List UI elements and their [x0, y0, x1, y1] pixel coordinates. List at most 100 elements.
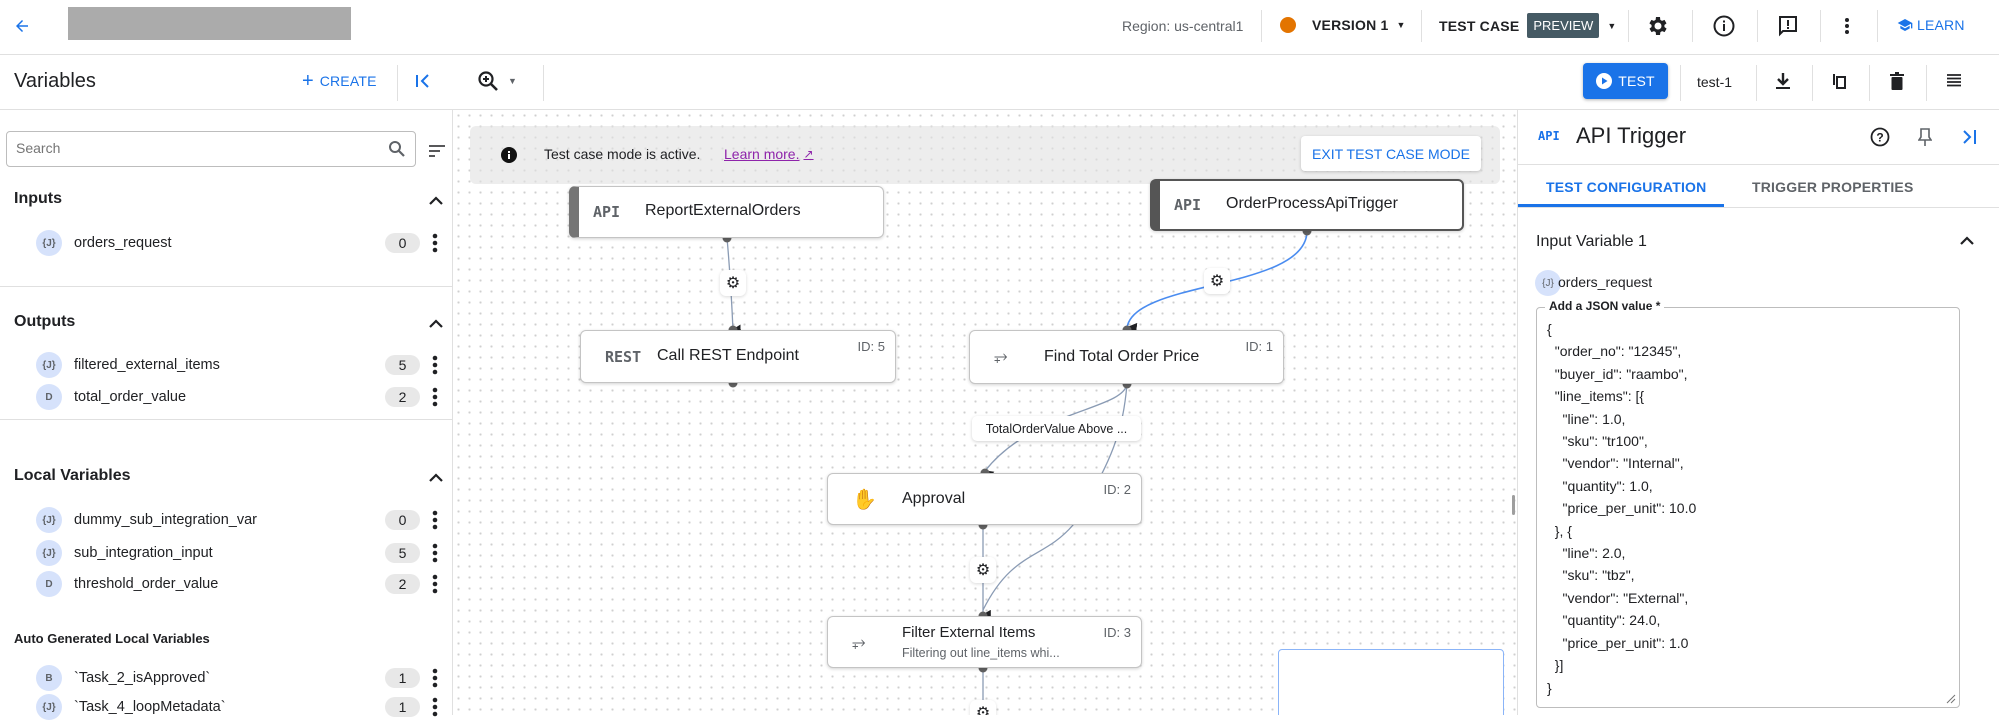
hand-icon: ✋ [852, 487, 877, 511]
menu-lines-icon[interactable] [1942, 69, 1966, 93]
variable-item[interactable]: {J} dummy_sub_integration_var 0 [36, 507, 451, 533]
chevron-up-icon[interactable] [428, 192, 444, 208]
section-title: Input Variable 1 [1536, 233, 1647, 250]
search-icon[interactable] [388, 140, 406, 158]
open-in-new-icon: ↗ [803, 147, 814, 161]
more-vert-icon[interactable] [429, 509, 441, 531]
collapse-left-panel-icon[interactable] [411, 69, 435, 93]
arrow-back-icon[interactable] [8, 12, 36, 40]
variable-name: sub_integration_input [74, 545, 213, 561]
edge-condition-gear-icon[interactable]: ⚙ [970, 700, 996, 715]
variable-item[interactable]: D total_order_value 2 [36, 384, 451, 410]
edge-condition-gear-icon[interactable]: ⚙ [970, 557, 996, 583]
panel-resize-handle[interactable] [1512, 495, 1515, 515]
variable-item[interactable]: {J} sub_integration_input 5 [36, 540, 451, 566]
banner-text: Test case mode is active. [544, 146, 701, 162]
variable-item[interactable]: D threshold_order_value 2 [36, 571, 451, 597]
variable-type-chip: B [36, 665, 62, 691]
learn-button[interactable]: LEARN [1897, 17, 1965, 33]
node-subtitle: Filtering out line_items whi... [902, 646, 1060, 660]
node-approval[interactable]: ✋ Approval ID: 2 [827, 473, 1142, 525]
section-heading: Auto Generated Local Variables [14, 631, 210, 646]
variable-item[interactable]: B `Task_2_isApproved` 1 [36, 665, 451, 691]
json-line: "line": 1.0, [1547, 410, 1626, 427]
variable-type-chip: D [36, 384, 62, 410]
variable-name: `Task_4_loopMetadata` [74, 699, 226, 715]
zoom-in-icon [478, 71, 498, 91]
help-icon[interactable]: ? [1870, 127, 1890, 147]
more-vert-icon[interactable] [429, 354, 441, 376]
tab-label: TEST CONFIGURATION [1546, 179, 1707, 195]
variable-item[interactable]: {J} orders_request 0 [36, 230, 451, 256]
more-vert-icon[interactable] [429, 667, 441, 689]
test-case-name[interactable]: test-1 [1697, 74, 1733, 90]
json-line: "line": 2.0, [1547, 545, 1626, 562]
json-value-textarea[interactable]: Add a JSON value * { "order_no": "12345"… [1536, 299, 1960, 708]
integration-canvas[interactable]: Test case mode is active. Learn more.↗ E… [453, 110, 1517, 715]
minimap[interactable] [1278, 649, 1504, 715]
json-line: "quantity": 24.0, [1547, 612, 1661, 629]
chevron-up-icon[interactable] [428, 469, 444, 485]
json-line: }, { [1547, 522, 1572, 539]
exit-test-case-mode-button[interactable]: EXIT TEST CASE MODE [1301, 136, 1481, 171]
learn-more-link[interactable]: Learn more.↗ [724, 146, 814, 162]
run-test-button[interactable]: TEST [1583, 63, 1668, 99]
chevron-up-icon[interactable] [428, 315, 444, 331]
usage-count-badge: 1 [385, 668, 420, 688]
region-label: Region: us-central1 [1122, 18, 1244, 34]
zoom-dropdown[interactable]: ▼ [476, 69, 517, 93]
variable-name: orders_request [1558, 274, 1653, 290]
json-line: "quantity": 1.0, [1547, 477, 1653, 494]
chevron-up-icon[interactable] [1959, 234, 1975, 246]
more-vert-icon[interactable] [429, 542, 441, 564]
node-report-external-orders[interactable]: API ReportExternalOrders [569, 186, 884, 238]
node-find-total-order-price[interactable]: ⥅ Find Total Order Price ID: 1 [969, 330, 1284, 384]
collapse-right-panel-icon[interactable] [1962, 128, 1978, 146]
variable-type-chip: {J} [36, 694, 62, 720]
node-title: Call REST Endpoint [657, 347, 799, 364]
edge-condition-gear-icon[interactable]: ⚙ [1204, 268, 1230, 294]
test-case-dropdown[interactable]: TEST CASE PREVIEW ▼ [1439, 13, 1616, 38]
version-dropdown[interactable]: VERSION 1 ▼ [1280, 17, 1405, 33]
caret-down-icon: ▼ [1396, 20, 1406, 30]
tab-trigger-properties[interactable]: TRIGGER PROPERTIES [1724, 165, 1944, 207]
caret-down-icon: ▼ [1607, 20, 1617, 31]
tab-test-configuration[interactable]: TEST CONFIGURATION [1518, 165, 1724, 207]
info-icon[interactable] [1710, 12, 1738, 40]
active-tab-indicator [1518, 204, 1724, 207]
more-vert-icon[interactable] [1836, 12, 1858, 40]
school-icon [1897, 19, 1913, 31]
copy-icon[interactable] [1828, 69, 1852, 93]
search-input[interactable] [16, 140, 366, 156]
api-icon: API [1174, 196, 1202, 214]
edge-condition-label[interactable]: TotalOrderValue Above ... [972, 416, 1141, 441]
node-filter-external-items[interactable]: ⥅ Filter External Items Filtering out li… [827, 616, 1142, 668]
json-type-chip: {J} [1535, 270, 1561, 296]
node-call-rest-endpoint[interactable]: REST Call REST Endpoint ID: 5 [580, 330, 896, 383]
node-title: OrderProcessApiTrigger [1226, 195, 1398, 212]
edge-condition-gear-icon[interactable]: ⚙ [720, 270, 746, 296]
json-line: "sku": "tbz", [1547, 567, 1635, 584]
node-title: Find Total Order Price [1044, 348, 1200, 365]
pin-icon[interactable] [1918, 127, 1932, 147]
variable-item[interactable]: {J} filtered_external_items 5 [36, 352, 451, 378]
sort-filter-icon[interactable] [428, 145, 446, 157]
download-icon[interactable] [1771, 69, 1795, 93]
settings-gear-icon[interactable] [1644, 12, 1672, 40]
feedback-icon[interactable] [1774, 12, 1802, 40]
more-vert-icon[interactable] [429, 386, 441, 408]
resize-grip-icon[interactable] [1946, 694, 1956, 704]
more-vert-icon[interactable] [429, 573, 441, 595]
delete-icon[interactable] [1885, 69, 1909, 93]
more-vert-icon[interactable] [429, 232, 441, 254]
create-variable-button[interactable]: + CREATE [302, 71, 377, 91]
edge-find-to-approval [983, 383, 1128, 480]
search-field[interactable] [6, 131, 416, 167]
play-circle-icon [1596, 73, 1613, 89]
variable-name: orders_request [74, 235, 172, 251]
integration-title-redacted [68, 7, 351, 40]
toolbar: Variables + CREATE ▼ TEST test-1 [0, 55, 1999, 110]
json-line: "line_items": [{ [1547, 388, 1645, 405]
variable-item[interactable]: {J} `Task_4_loopMetadata` 1 [36, 694, 451, 720]
node-order-process-api-trigger[interactable]: API OrderProcessApiTrigger [1150, 179, 1464, 231]
